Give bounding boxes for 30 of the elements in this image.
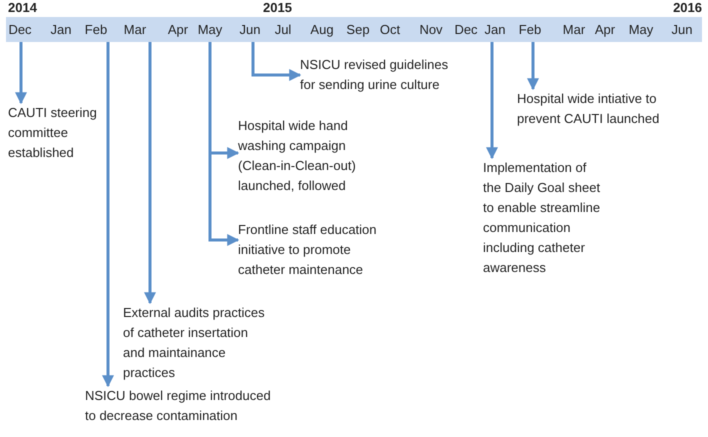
month-label: May [623, 17, 659, 42]
month-label: Dec [2, 17, 38, 42]
event-text: CAUTI steering committee established [8, 103, 120, 163]
month-label: Jun [232, 17, 268, 42]
month-label: Jul [265, 17, 301, 42]
arrow [144, 42, 156, 304]
year-label: 2015 [263, 0, 292, 15]
timeline-bar [6, 17, 702, 42]
arrow [486, 42, 498, 160]
month-label: Aug [304, 17, 340, 42]
year-label: 2016 [673, 0, 702, 15]
month-label: Jan [43, 17, 79, 42]
event-text: Hospital wide hand washing campaign (Clean-in-Clean-out) launched, followed [238, 116, 368, 196]
event-text: External audits practices of catheter insertation and maintainance practices [123, 303, 273, 383]
arrow [527, 42, 539, 90]
month-label: Feb [512, 17, 548, 42]
year-label: 2014 [8, 0, 37, 15]
month-label: Mar [117, 17, 153, 42]
event-text: NSICU bowel regime introduced to decrease contamination [85, 386, 275, 426]
month-label: Feb [78, 17, 114, 42]
event-text: Hospital wide intiative to prevent CAUTI launched [517, 89, 685, 129]
event-text: Frontline staff education initiative to promote catheter maintenance [238, 220, 388, 280]
month-label: Nov [413, 17, 449, 42]
event-text: NSICU revised guidelines for sending urine culture [300, 55, 460, 95]
month-label: Jun [664, 17, 700, 42]
arrow [252, 42, 302, 81]
arrow [208, 42, 240, 246]
event-text: Implementation of the Daily Goal sheet to enable streamline communication including catheter awareness [483, 158, 603, 278]
arrow [15, 42, 27, 104]
arrow [102, 42, 114, 388]
